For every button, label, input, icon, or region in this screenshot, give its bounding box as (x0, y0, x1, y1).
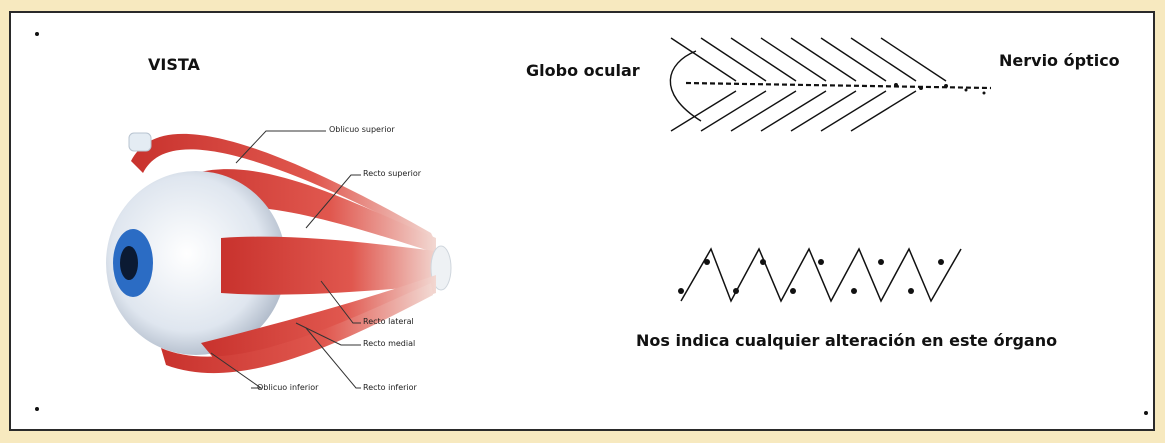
label-nervio-optico: Nervio óptico (999, 51, 1120, 70)
leader-line-recto-lateral (320, 280, 361, 324)
label-globo-ocular: Globo ocular (526, 61, 640, 80)
zigzag-dots-symbol (678, 247, 962, 303)
leader-line-recto-superior (305, 174, 361, 229)
leader-line-recto-medial (295, 322, 361, 346)
label-recto-superior: Recto superior (363, 169, 422, 178)
corner-dot-top-left (35, 32, 39, 36)
trochlea (128, 132, 152, 152)
eye-nerve-symbol (669, 37, 992, 132)
label-recto-lateral: Recto lateral (363, 317, 414, 326)
pupil (120, 246, 138, 280)
corner-dot-bottom-left (35, 407, 39, 411)
inferior-oblique-muscle (161, 283, 433, 374)
corner-dot-bottom-right (1144, 411, 1148, 415)
nerve-axis (685, 81, 992, 90)
inferior-rectus-muscle (201, 275, 436, 361)
eye-anatomy-illustration (106, 130, 452, 389)
lateral-rectus-muscle (221, 236, 439, 295)
chevrons-lower (670, 90, 917, 132)
label-oblicuo-superior: Oblicuo superior (329, 125, 395, 134)
label-recto-medial: Recto medial (363, 339, 416, 348)
label-oblicuo-inferior: Oblicuo inferior (257, 383, 319, 392)
globe-arc (669, 50, 702, 122)
leader-line-oblicuo-inferior (210, 352, 263, 389)
page-title: VISTA (148, 55, 200, 74)
superior-oblique-muscle (131, 133, 436, 243)
zigzag-line (680, 247, 962, 303)
leader-line-recto-inferior (305, 327, 361, 389)
eyeball (106, 171, 286, 355)
chevrons-upper (670, 37, 947, 82)
label-recto-inferior: Recto inferior (363, 383, 417, 392)
content-panel: VISTA (9, 11, 1155, 431)
caption: Nos indica cualquier alteración en este … (636, 331, 1058, 350)
leader-line-oblicuo-superior (235, 130, 326, 164)
